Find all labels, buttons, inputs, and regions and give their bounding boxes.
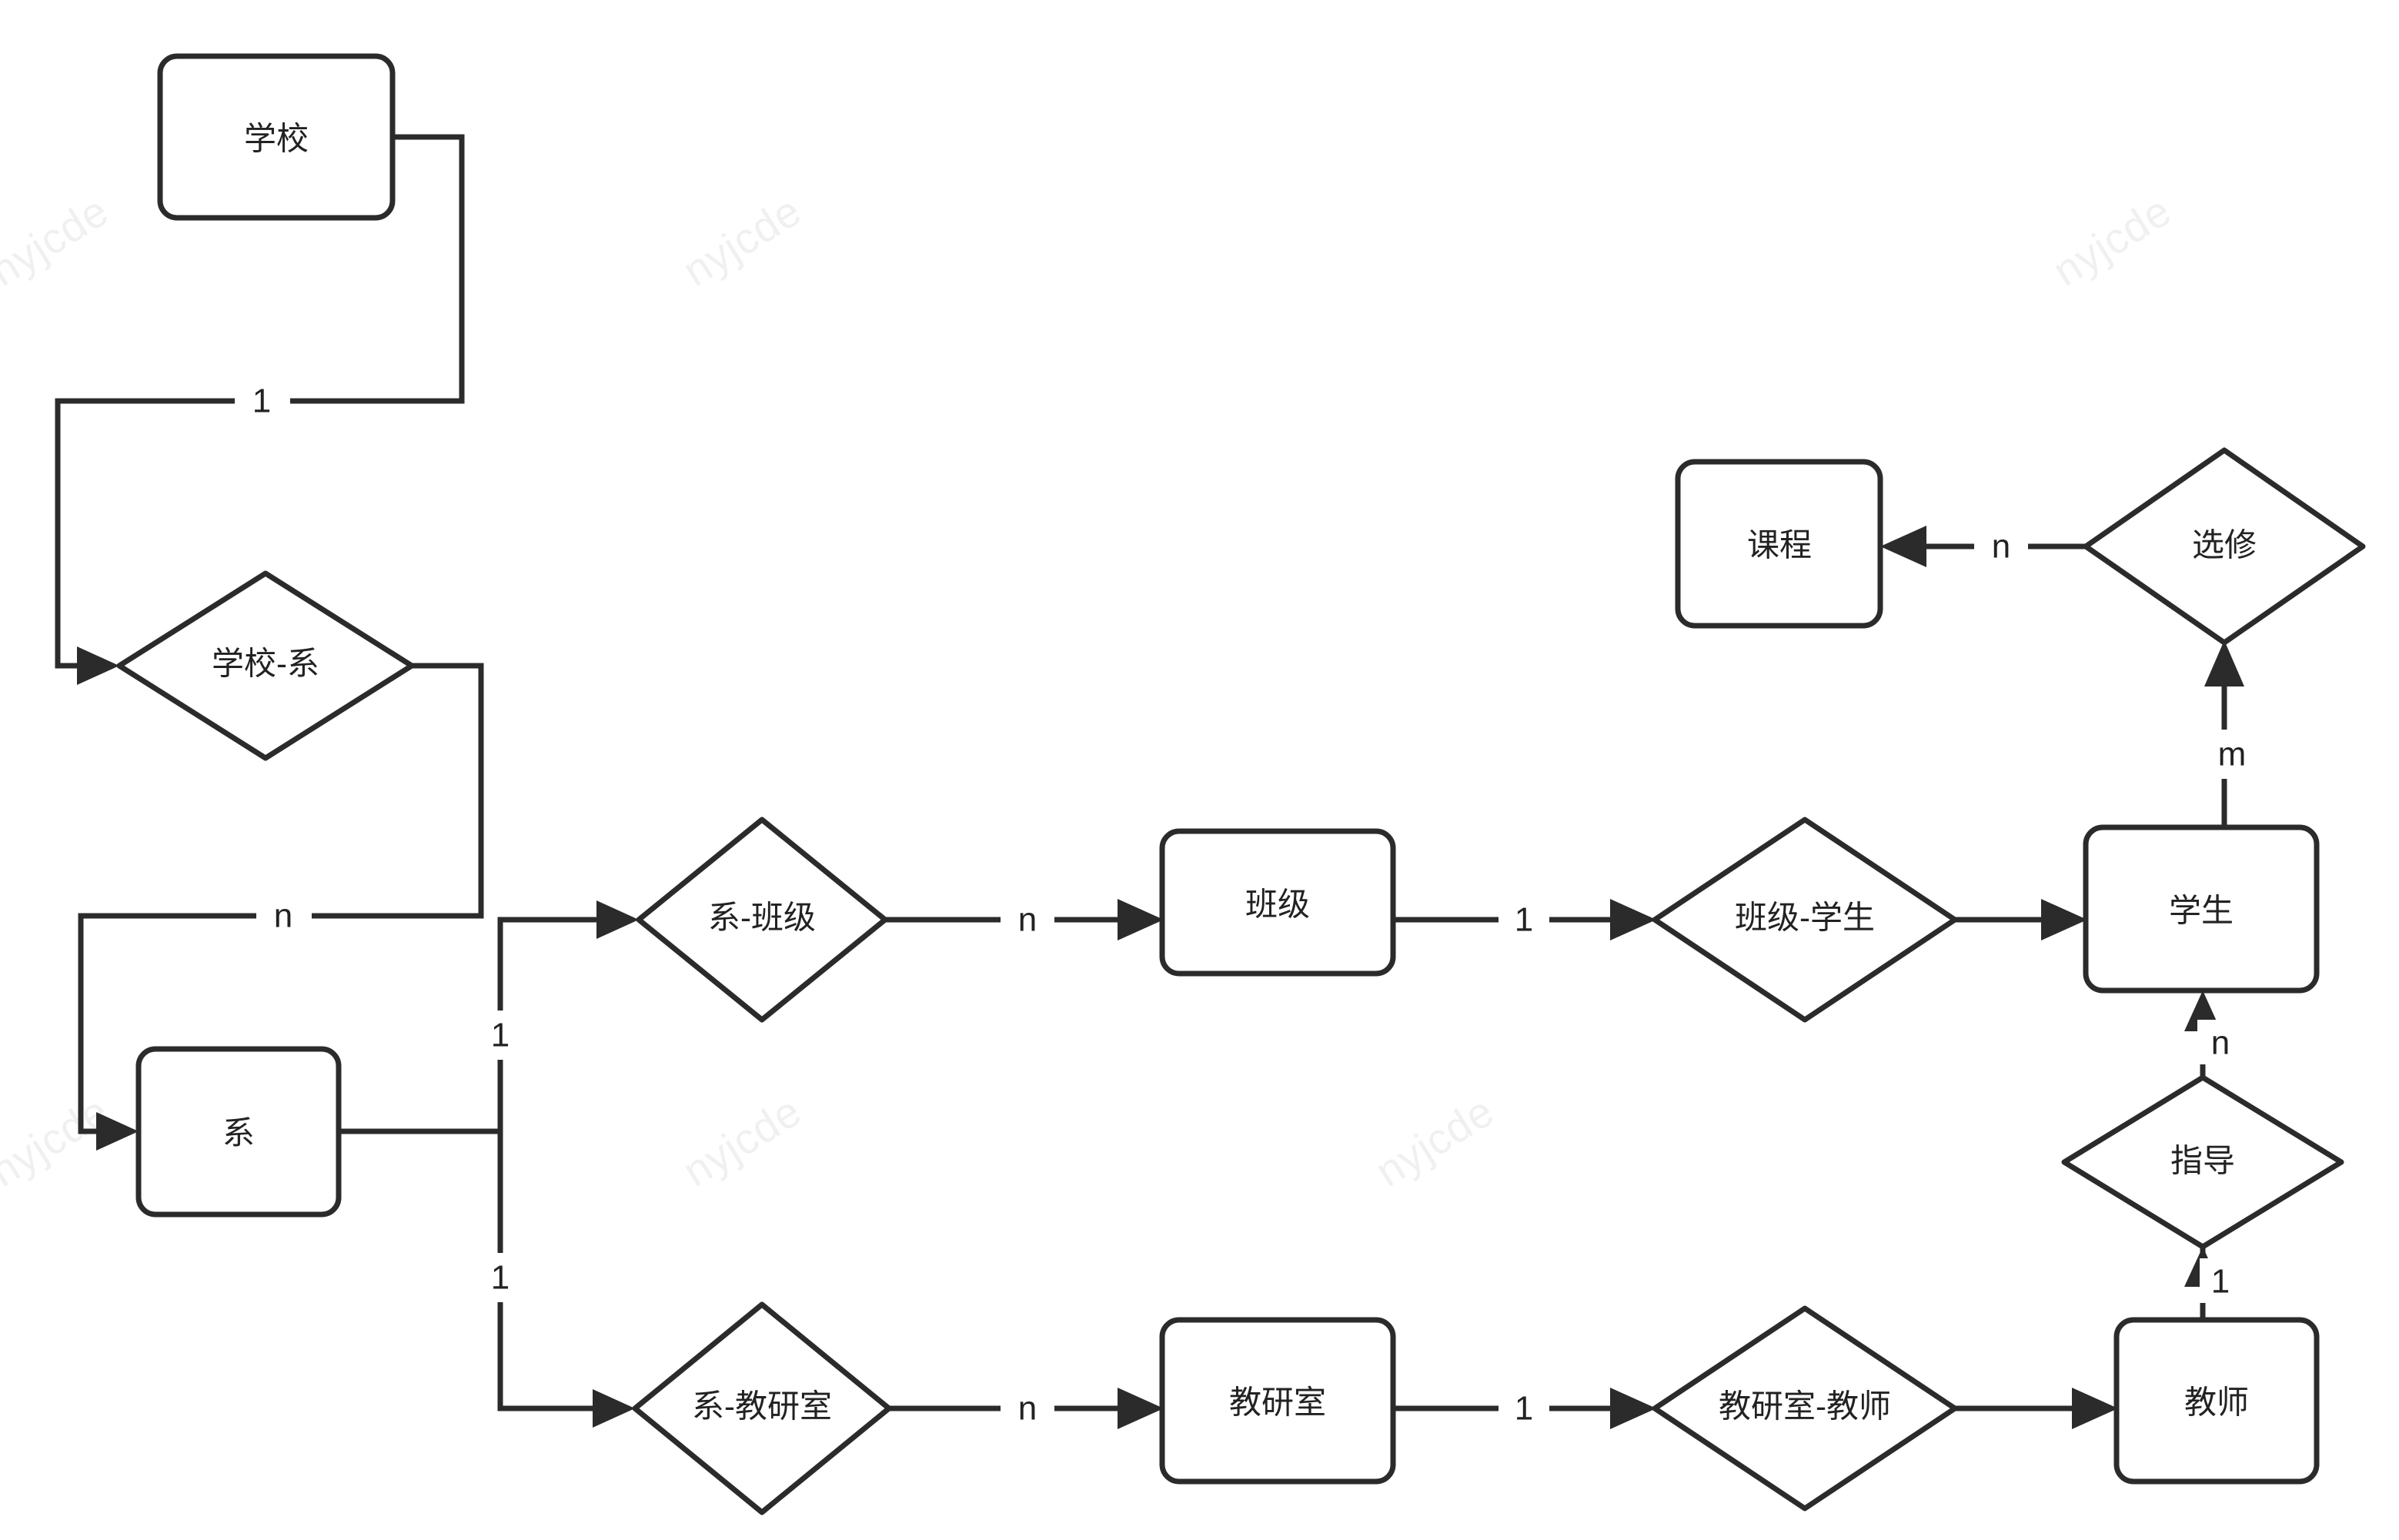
relationship-class-student[interactable]: 班级-学生 — [1652, 817, 1958, 1023]
relationship-dept-teachroom-label: 系-教研室 — [692, 1388, 832, 1425]
cardinality-deptclass-to-class-text: n — [1018, 901, 1037, 939]
cardinality-elective-to-course-text: n — [1992, 528, 2010, 566]
arrowhead-dept-class — [596, 900, 639, 939]
entity-class-label: 班级 — [1245, 887, 1310, 923]
cardinality-rel-to-dept: n — [256, 890, 312, 940]
arrowhead-class — [1118, 899, 1164, 940]
arrowhead-teacher — [2072, 1388, 2118, 1429]
entity-dept-box[interactable] — [135, 1046, 342, 1218]
relationship-advise[interactable]: 指导 — [2061, 1074, 2344, 1250]
connections-layer — [55, 134, 2244, 1429]
relationship-school-dept-diamond[interactable] — [116, 570, 415, 761]
connection-dept-to-dept-teachroom — [497, 1131, 608, 1411]
entity-teachroom[interactable]: 教研室 — [1159, 1317, 1396, 1485]
cardinality-teacher-to-advise: 1 — [2200, 1258, 2243, 1303]
cardinality-student-to-elective: m — [2203, 730, 2261, 779]
cardinality-deptroom-to-room-text: n — [1018, 1390, 1037, 1428]
cardinality-student-to-elective-text: m — [2218, 736, 2247, 773]
arrowhead-dept-teachroom — [593, 1389, 635, 1428]
cardinality-school-to-rel: 1 — [235, 376, 290, 425]
relationships-layer: 学校-系 系-班级 班级-学生 选修 指导 系-教研室 — [116, 447, 2366, 1515]
cardinality-room-to-relteacher-text: 1 — [1515, 1390, 1533, 1428]
entity-school-box[interactable] — [157, 53, 396, 221]
relationship-school-dept-label: 学校-系 — [212, 646, 319, 682]
cardinality-elective-to-course: n — [1974, 522, 2028, 571]
relationship-advise-label: 指导 — [2170, 1143, 2235, 1179]
entity-teacher-label: 教师 — [2184, 1385, 2249, 1421]
entity-student-label: 学生 — [2169, 893, 2234, 929]
relationship-class-student-diamond[interactable] — [1652, 817, 1958, 1023]
cardinality-advise-to-student-text: n — [2211, 1024, 2230, 1062]
cardinality-deptclass-to-class: n — [1001, 895, 1054, 944]
relationship-school-dept[interactable]: 学校-系 — [116, 570, 415, 761]
cardinality-advise-to-student: n — [2197, 1020, 2245, 1064]
cardinality-room-to-relteacher: 1 — [1499, 1384, 1549, 1433]
relationship-dept-class-diamond[interactable] — [636, 817, 888, 1023]
arrowhead-class-student — [1610, 899, 1656, 940]
cardinality-teacher-to-advise-text: 1 — [2211, 1263, 2230, 1301]
cardinality-dept-class-branch: 1 — [475, 1011, 526, 1060]
entity-course[interactable]: 课程 — [1675, 459, 1883, 629]
relationship-advise-diamond[interactable] — [2061, 1074, 2344, 1250]
cardinality-dept-class-branch-text: 1 — [491, 1017, 510, 1054]
cardinality-class-to-relstudent-text: 1 — [1515, 901, 1533, 939]
entity-class[interactable]: 班级 — [1159, 828, 1396, 977]
relationship-dept-class-label: 系-班级 — [708, 900, 816, 936]
entity-teachroom-box[interactable] — [1159, 1317, 1396, 1485]
cardinality-dept-room-branch: 1 — [475, 1253, 526, 1302]
arrowhead-teachroom-teacher — [1610, 1388, 1656, 1429]
connection-dept-to-dept-class — [497, 917, 612, 1131]
entity-dept-label: 系 — [222, 1115, 255, 1151]
entity-teachroom-label: 教研室 — [1229, 1385, 1326, 1421]
entity-class-box[interactable] — [1159, 828, 1396, 977]
arrowhead-teachroom — [1118, 1388, 1164, 1429]
relationship-teachroom-teacher-label: 教研室-教师 — [1719, 1388, 1891, 1425]
entity-student[interactable]: 学生 — [2083, 824, 2320, 994]
relationship-elective-diamond[interactable] — [2083, 447, 2366, 646]
entity-course-label: 课程 — [1747, 527, 1812, 563]
entity-student-box[interactable] — [2083, 824, 2320, 994]
relationship-dept-class[interactable]: 系-班级 — [636, 817, 888, 1023]
entity-course-box[interactable] — [1675, 459, 1883, 629]
relationship-elective[interactable]: 选修 — [2083, 447, 2366, 646]
cardinality-rel-to-dept-text: n — [274, 897, 292, 935]
cardinality-dept-room-branch-text: 1 — [491, 1259, 510, 1297]
entity-teacher[interactable]: 教师 — [2113, 1317, 2320, 1485]
entity-teacher-box[interactable] — [2113, 1317, 2320, 1485]
arrowhead-dept — [96, 1112, 139, 1151]
cardinality-layer: 1 n 1 1 n 1 — [235, 376, 2261, 1433]
entity-dept[interactable]: 系 — [135, 1046, 342, 1218]
arrowhead-course — [1880, 526, 1926, 567]
relationship-teachroom-teacher-diamond[interactable] — [1652, 1305, 1958, 1512]
arrowhead-school-dept — [77, 646, 119, 685]
relationship-dept-teachroom[interactable]: 系-教研室 — [632, 1301, 892, 1515]
cardinality-school-to-rel-text: 1 — [252, 382, 271, 420]
relationship-teachroom-teacher[interactable]: 教研室-教师 — [1652, 1305, 1958, 1512]
relationship-elective-label: 选修 — [2192, 527, 2257, 563]
cardinality-class-to-relstudent: 1 — [1499, 895, 1549, 944]
entity-school-label: 学校 — [244, 121, 309, 157]
arrowhead-student — [2041, 899, 2087, 940]
relationship-dept-teachroom-diamond[interactable] — [632, 1301, 892, 1515]
arrowhead-elective — [2204, 640, 2244, 686]
relationship-class-student-label: 班级-学生 — [1735, 900, 1875, 936]
cardinality-deptroom-to-room: n — [1001, 1384, 1054, 1433]
entities-layer: 学校 系 班级 学生 课程 教研室 — [135, 53, 2320, 1485]
entity-school[interactable]: 学校 — [157, 53, 396, 221]
